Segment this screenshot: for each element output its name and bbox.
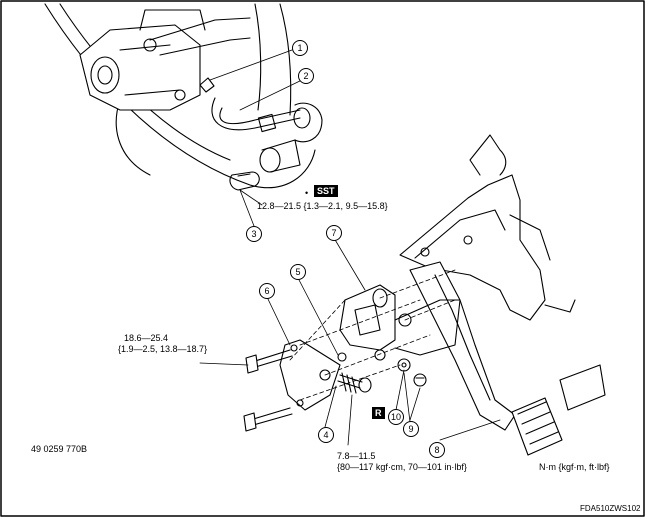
check-valve bbox=[229, 171, 260, 191]
figure-id: FDA510ZWS102 bbox=[580, 504, 641, 513]
assembly-guides bbox=[289, 269, 456, 401]
master-cylinder bbox=[79, 9, 251, 111]
vacuum-hose bbox=[199, 77, 323, 173]
torque-spec-2-line2: {1.9—2.5, 13.8—18.7} bbox=[118, 344, 208, 354]
torque-spec-3-line1: 7.8—11.5 bbox=[337, 451, 376, 461]
callout-6: 6 bbox=[259, 283, 275, 299]
sst-marker: • bbox=[305, 188, 309, 198]
torque-spec-2-line1: 18.6—25.4 bbox=[124, 333, 169, 343]
callout-4: 4 bbox=[318, 427, 334, 443]
callout-2: 2 bbox=[298, 68, 314, 84]
leader-lines bbox=[199, 49, 501, 446]
tool-number: 49 0259 770B bbox=[31, 444, 88, 454]
pedal-bracket bbox=[399, 134, 576, 321]
callout-10: 10 bbox=[388, 409, 404, 425]
units-note: N·m {kgf·m, ft·lbf} bbox=[539, 462, 610, 472]
torque-spec-3-line2: {80—117 kgf·cm, 70—101 in·lbf} bbox=[337, 462, 467, 472]
bracket-plate bbox=[279, 339, 341, 411]
callout-8: 8 bbox=[429, 442, 445, 458]
callout-1: 1 bbox=[292, 40, 308, 56]
brake-booster bbox=[44, 3, 316, 189]
accelerator-pedal bbox=[559, 364, 606, 411]
torque-spec-1: 12.8—21.5 {1.3—2.1, 9.5—15.8} bbox=[257, 201, 388, 211]
callout-5: 5 bbox=[290, 264, 306, 280]
sst-badge: SST bbox=[314, 185, 338, 197]
callout-3: 3 bbox=[246, 226, 262, 242]
r-badge: R bbox=[372, 407, 385, 419]
callout-7: 7 bbox=[326, 225, 342, 241]
callout-9: 9 bbox=[403, 421, 419, 437]
bolt-upper bbox=[245, 349, 293, 374]
switch-body bbox=[337, 352, 372, 394]
bolt-lower bbox=[243, 407, 293, 432]
switch-bracket bbox=[339, 284, 461, 361]
brake-pedal-pad bbox=[511, 397, 563, 456]
clip-nuts bbox=[397, 358, 427, 387]
